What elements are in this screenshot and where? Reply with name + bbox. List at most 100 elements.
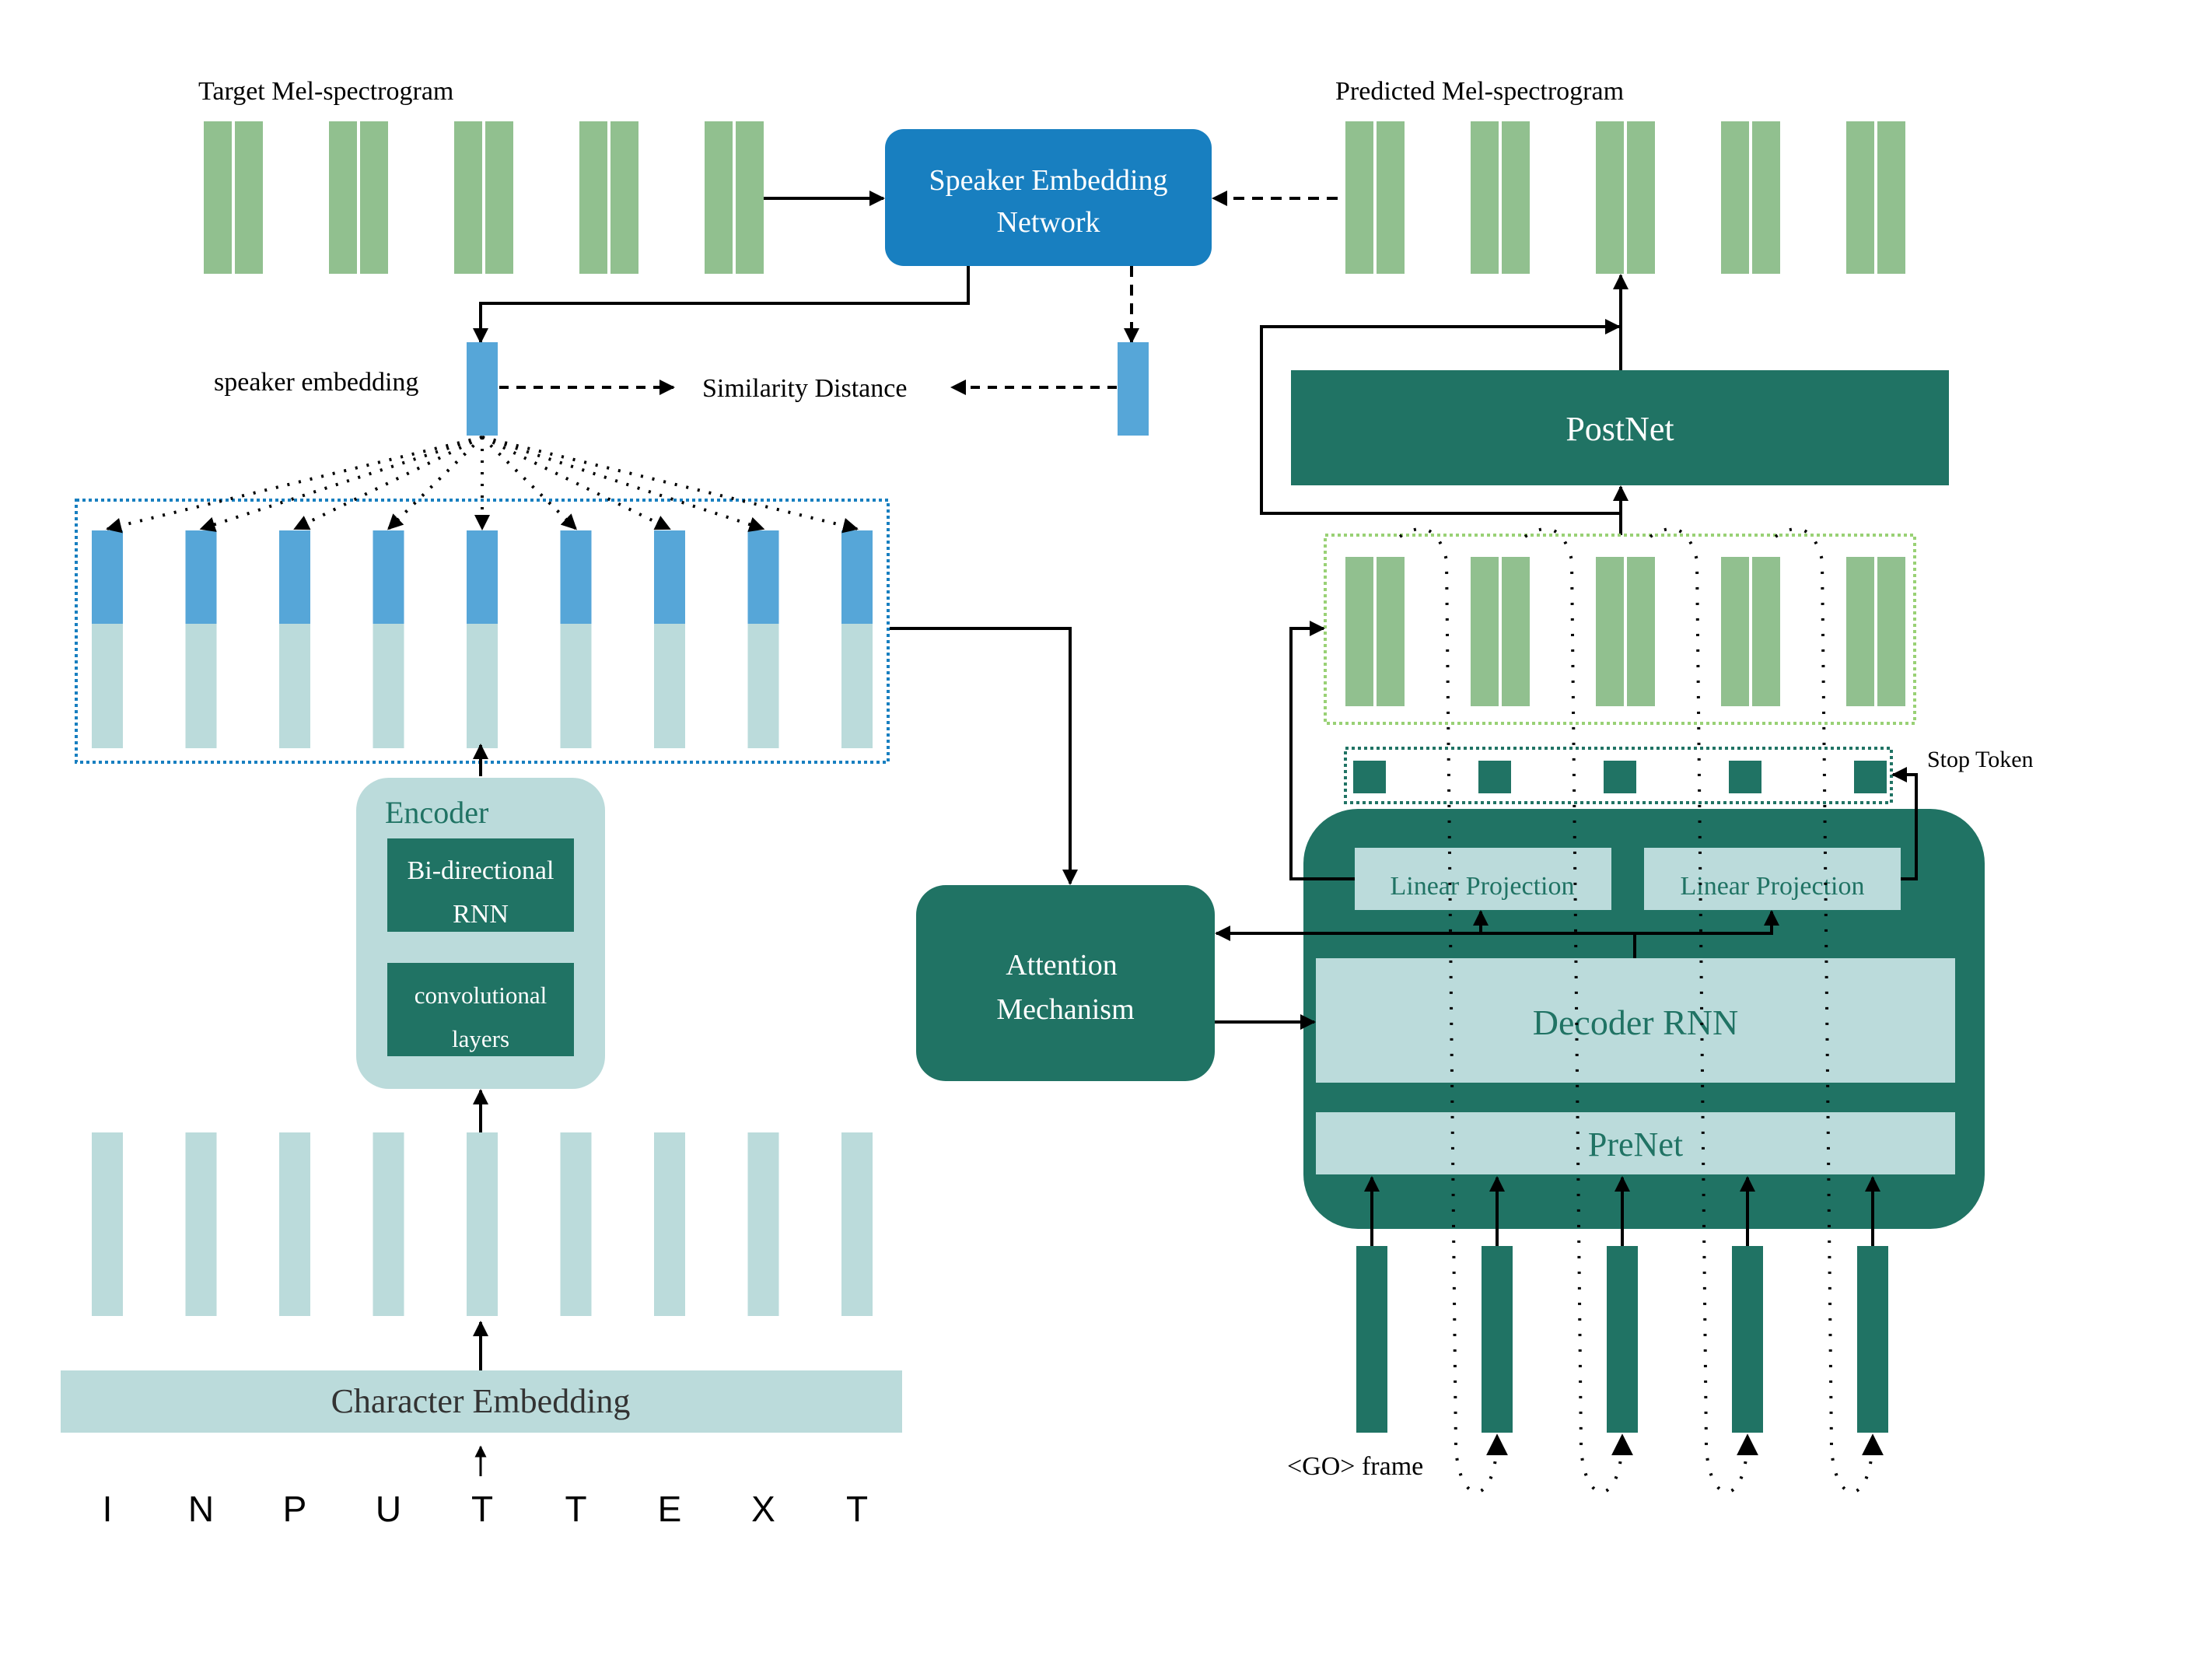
decoder-input-frame <box>1356 1246 1387 1433</box>
stop-token <box>1854 761 1887 793</box>
speaker-embedding-part <box>467 530 498 624</box>
decoder-input-frame <box>1482 1246 1513 1433</box>
input-character: P <box>283 1489 307 1529</box>
input-character: T <box>846 1489 868 1529</box>
attention-label-2: Mechanism <box>996 993 1134 1026</box>
decoder-input-frame <box>1607 1246 1638 1433</box>
stop-token <box>1478 761 1511 793</box>
decoder-to-proj2-arrow <box>1635 910 1779 935</box>
postnet-block <box>1291 370 1949 485</box>
mel-band <box>329 121 357 274</box>
conv-layers-block <box>387 963 574 1056</box>
mel-band <box>1596 557 1624 706</box>
mel-band <box>610 121 638 274</box>
mel-band <box>1752 557 1780 706</box>
character-embedding-vector <box>560 1132 592 1316</box>
input-character: N <box>188 1489 214 1529</box>
mel-band <box>235 121 263 274</box>
broadcast-arrow <box>293 436 483 530</box>
encoder-state-part <box>654 624 685 748</box>
encoder-output-group <box>75 499 890 764</box>
birnn-label-1: Bi-directional <box>408 856 554 885</box>
stop-token <box>1729 761 1761 793</box>
encoder-state-part <box>373 624 404 748</box>
encoder-state-part <box>841 624 873 748</box>
mel-band <box>705 121 733 274</box>
decoder-output-frames <box>1345 557 1905 706</box>
speaker-embedding-part <box>373 530 404 624</box>
input-character: E <box>658 1489 682 1529</box>
speaker-embedding-part <box>654 530 685 624</box>
decoder-input-frame <box>1732 1246 1763 1433</box>
decoder-output-frame <box>1846 557 1905 706</box>
target-mel-label: Target Mel-spectrogram <box>198 77 453 106</box>
speaker-embedding-part <box>279 530 310 624</box>
character-embedding-vector <box>279 1132 310 1316</box>
decoder-input-frames <box>1356 1176 1888 1433</box>
encoder-state-part <box>92 624 123 748</box>
decoder-to-proj1-arrow <box>1473 910 1635 935</box>
mel-band <box>485 121 513 274</box>
character-embedding-vector <box>467 1132 498 1316</box>
predicted-mel-spectrogram <box>1345 121 1905 274</box>
speaker-embedding-part <box>747 530 779 624</box>
speaker-embedding-label: speaker embedding <box>214 368 418 397</box>
decoder-output-frame <box>1721 557 1780 706</box>
input-character: T <box>471 1489 493 1529</box>
predicted-mel-frame <box>1596 121 1655 274</box>
attention-label-1: Attention <box>1006 949 1118 982</box>
linear-projection-stop <box>1644 848 1901 910</box>
character-embedding-vector <box>373 1132 404 1316</box>
prenet-block <box>1316 1112 1955 1174</box>
encoder-to-attention-arrow <box>890 627 1078 885</box>
encoder-state-part <box>747 624 779 748</box>
speaker-network-label-2: Network <box>997 206 1100 239</box>
decoder-rnn-block <box>1316 958 1955 1083</box>
conv-label-2: layers <box>452 1025 509 1052</box>
decoder-output-frame <box>1345 557 1405 706</box>
mel-band <box>1377 557 1405 706</box>
broadcast-arrow <box>481 436 859 534</box>
proj2-to-stop-arrow <box>1891 767 1918 880</box>
speaker-embedding-part <box>92 530 123 624</box>
character-embedding-vectors <box>92 1132 873 1316</box>
encoder-output-vector <box>279 530 310 748</box>
predicted-mel-frame <box>1846 121 1905 274</box>
go-frame-label: <GO> frame <box>1287 1452 1423 1481</box>
input-character: I <box>103 1489 113 1529</box>
speaker-network-label-1: Speaker Embedding <box>929 164 1167 197</box>
character-embedding-vector <box>654 1132 685 1316</box>
predicted-mel-frame <box>1345 121 1405 274</box>
linear-projection-label-1: Linear Projection <box>1391 872 1575 901</box>
linear-projection-label-2: Linear Projection <box>1681 872 1865 901</box>
decoder-input-frame <box>1857 1246 1888 1433</box>
mel-band <box>1627 121 1655 274</box>
network-to-embedding-arrow <box>473 266 970 344</box>
encoder-output-vector <box>654 530 685 748</box>
encoder-state-part <box>467 624 498 748</box>
residual-skip-arrow <box>1260 319 1621 515</box>
encoder-state-part <box>560 624 592 748</box>
encoder-state-part <box>279 624 310 748</box>
speaker-embedding-vector <box>467 342 498 436</box>
target-mel-spectrogram <box>204 121 764 274</box>
encoder-block: Encoder Bi-directional RNN convolutional… <box>356 778 605 1089</box>
mel-band <box>1471 121 1499 274</box>
mel-band <box>1596 121 1624 274</box>
character-embedding-vector <box>841 1132 873 1316</box>
mel-band <box>1721 557 1749 706</box>
speaker-embedding-part <box>185 530 217 624</box>
encoder-output-vector <box>467 530 498 748</box>
mel-band <box>736 121 764 274</box>
stop-token <box>1604 761 1636 793</box>
mel-band <box>1502 557 1530 706</box>
proj1-to-frames-arrow <box>1289 621 1355 880</box>
decoder-output-frame <box>1596 557 1655 706</box>
stop-token <box>1353 761 1386 793</box>
character-embedding-label: Character Embedding <box>331 1382 631 1420</box>
mel-band <box>579 121 607 274</box>
similarity-distance-label: Similarity Distance <box>702 374 907 403</box>
predicted-speaker-embedding-vector <box>1118 342 1149 436</box>
